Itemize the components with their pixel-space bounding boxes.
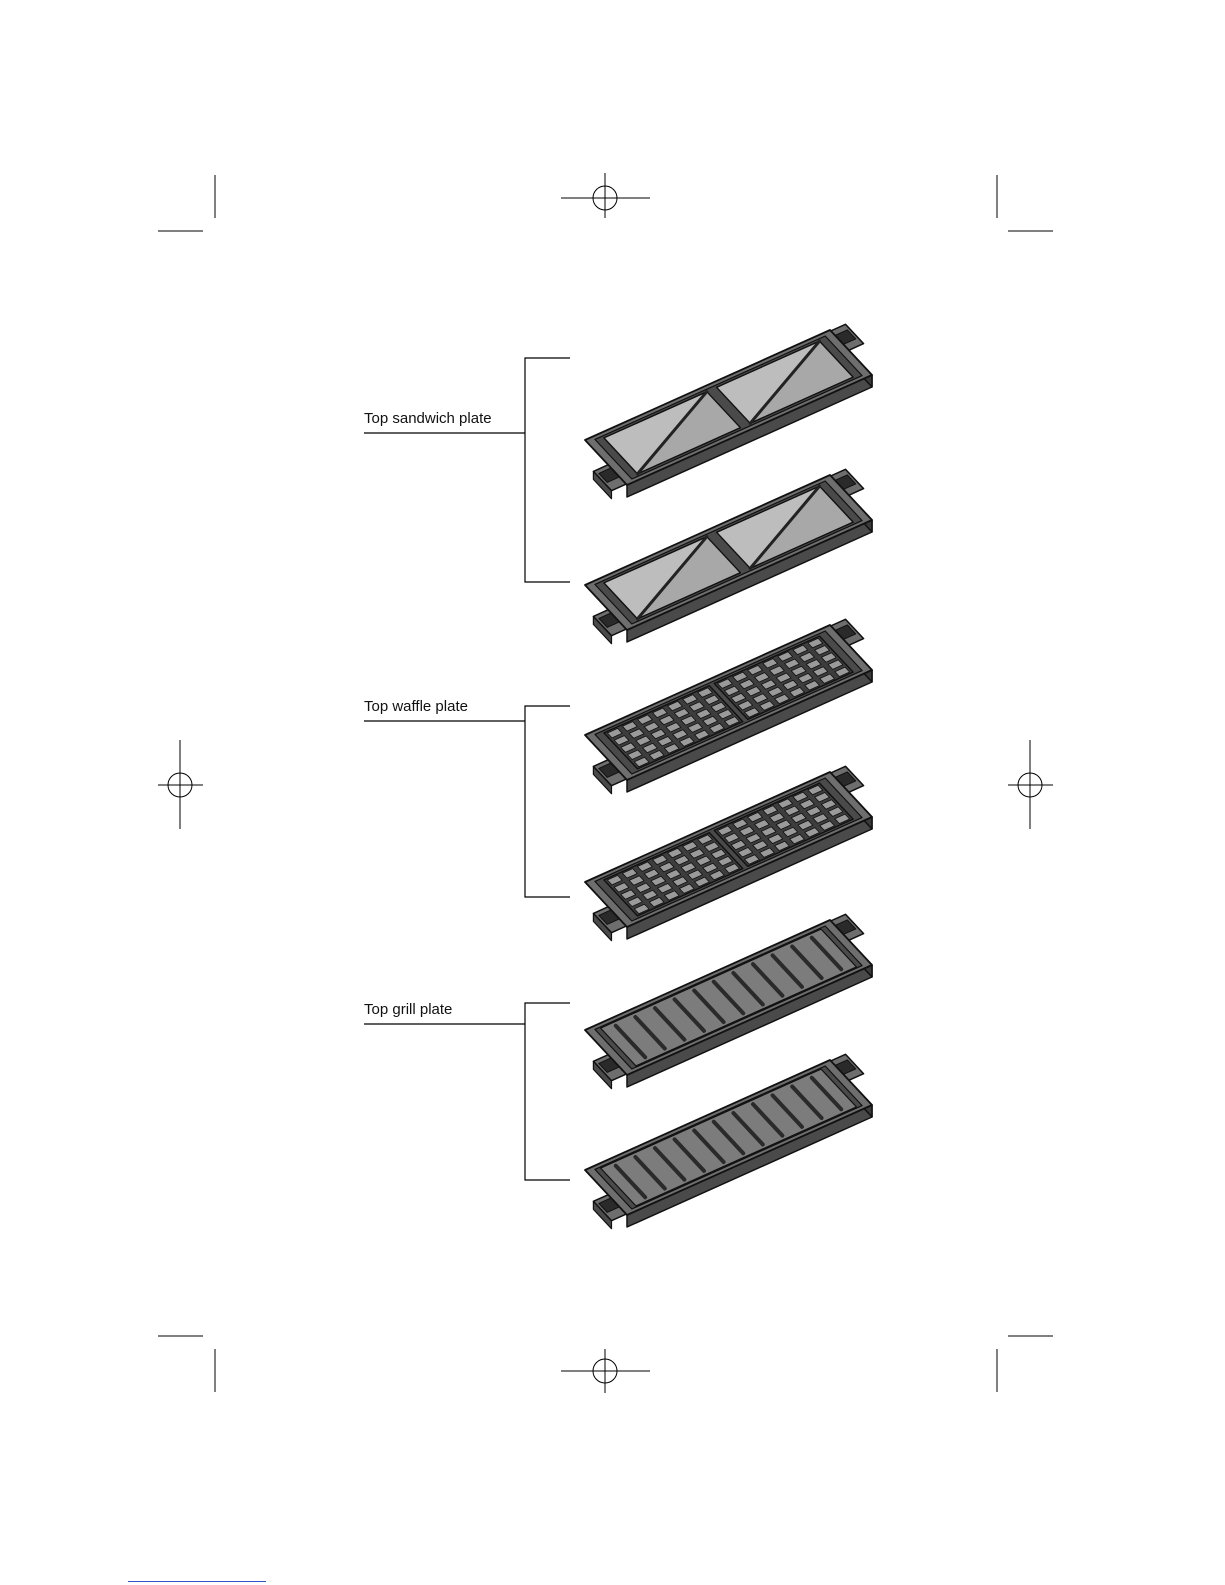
label-top-waffle-plate: Top waffle plate bbox=[364, 698, 468, 715]
plate-4 bbox=[585, 766, 872, 940]
registration-mark-icon bbox=[1008, 740, 1053, 829]
registration-mark-icon bbox=[561, 1349, 650, 1393]
callout-sandwich bbox=[364, 358, 570, 582]
page-link-underline bbox=[128, 1581, 266, 1582]
registration-mark-icon bbox=[158, 740, 203, 829]
label-top-grill-plate: Top grill plate bbox=[364, 1001, 452, 1018]
plate-illustrations bbox=[585, 324, 872, 1228]
callout-grill bbox=[364, 1003, 570, 1180]
label-top-sandwich-plate: Top sandwich plate bbox=[364, 410, 492, 427]
plate-1 bbox=[585, 324, 872, 498]
callout-waffle bbox=[364, 706, 570, 897]
plate-3 bbox=[585, 619, 872, 793]
registration-mark-icon bbox=[561, 173, 650, 218]
